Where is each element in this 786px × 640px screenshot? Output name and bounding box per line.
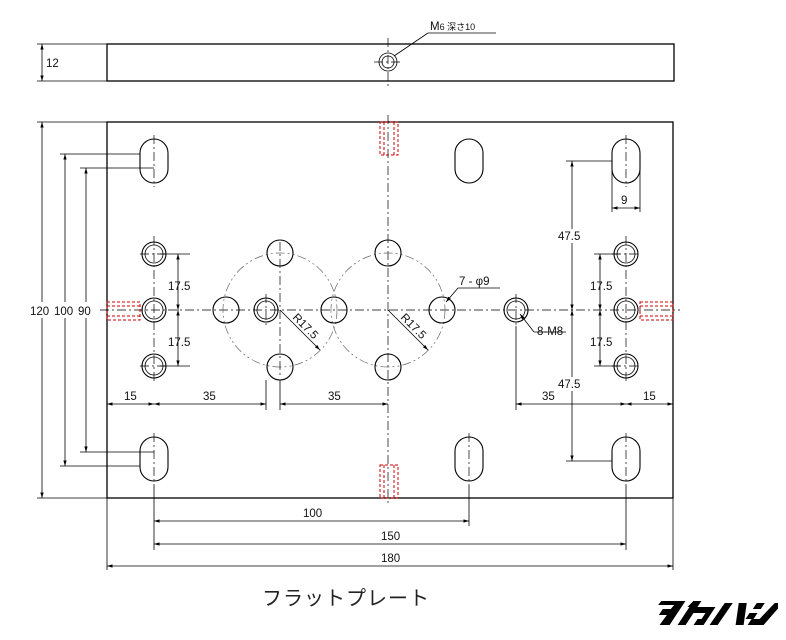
bottom-dimensions: 100 150 180 [106, 485, 674, 570]
through-holes-phi9 [212, 239, 456, 381]
dim-right-47-5-bottom: 47.5 [558, 379, 580, 391]
dim-left-17-5-top: 17.5 [168, 281, 190, 293]
dim-right-47-5-top: 47.5 [558, 231, 580, 243]
right-dimensions: 47.5 47.5 17.5 17.5 [556, 160, 620, 462]
dim-slot-9: 9 [621, 195, 627, 207]
edge-hidden-holes [106, 121, 674, 499]
dim-bottom-150: 150 [381, 531, 400, 543]
dim-tap-m8: 8-M8 [537, 326, 563, 338]
dim-height-100: 100 [54, 306, 73, 318]
brand-logo [658, 601, 778, 625]
drawing-caption: フラットプレート [262, 586, 430, 610]
dim-right-35: 35 [542, 391, 555, 403]
dim-radius-a: R17.5 [290, 312, 320, 342]
dim-holes-note: 7 - φ9 [459, 276, 489, 288]
dim-height-120: 120 [30, 306, 49, 318]
left-dimensions: 120 100 90 17.5 17.5 [28, 121, 190, 499]
dim-radius-b: R17.5 [398, 312, 428, 342]
dim-bottom-100: 100 [303, 508, 322, 520]
dim-bottom-180: 180 [381, 553, 400, 565]
dim-thickness-label: 12 [46, 58, 59, 70]
plan-view: 120 100 90 17.5 17.5 15 35 35 35 15 [28, 115, 680, 570]
dim-right-17-5-bottom: 17.5 [590, 337, 612, 349]
tap-note-m6: M6 深さ10 [430, 21, 475, 33]
dim-35-b: 35 [328, 391, 341, 403]
inner-horizontal-dimensions: 15 35 35 35 15 [107, 326, 673, 410]
dim-left-17-5-bottom: 17.5 [168, 337, 190, 349]
dim-35-a: 35 [203, 391, 216, 403]
dim-height-90: 90 [78, 306, 91, 318]
side-view: M6 深さ10 12 [37, 21, 675, 88]
dim-right-15: 15 [643, 391, 656, 403]
dim-left-15: 15 [124, 391, 137, 403]
dim-right-17-5-top: 17.5 [590, 281, 612, 293]
